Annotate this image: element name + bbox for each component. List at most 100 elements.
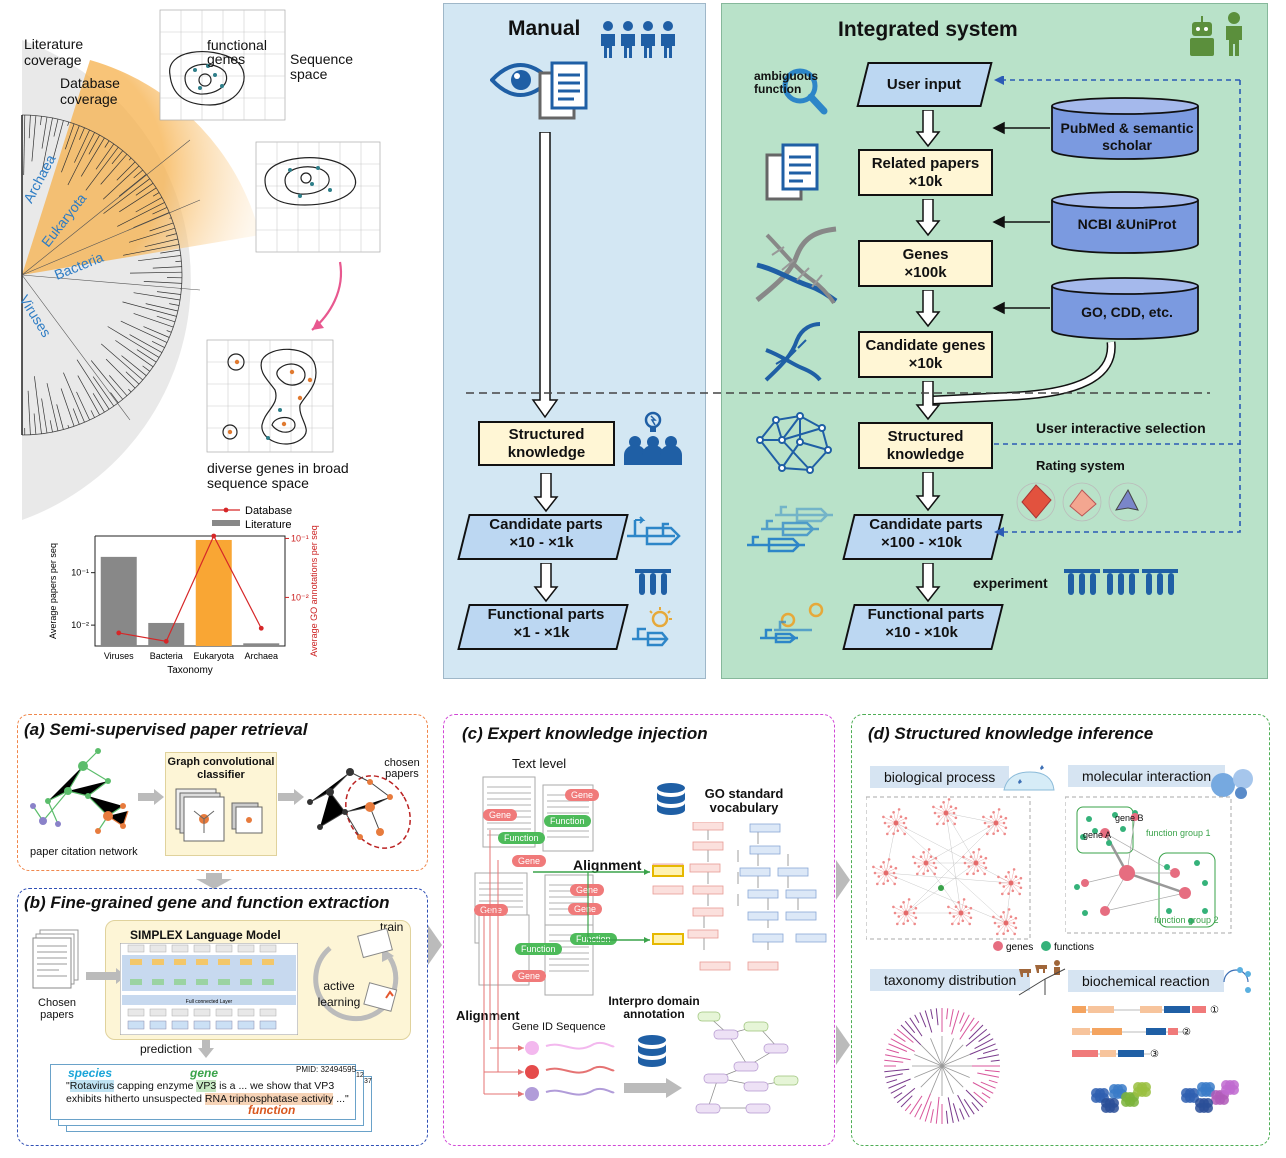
ncbi-label: NCBI &UniProt bbox=[1077, 216, 1177, 232]
int-candidate-parts: Candidate parts×100 - ×10k bbox=[842, 514, 1004, 560]
test-tubes-icon bbox=[635, 569, 671, 595]
database-links bbox=[992, 121, 1050, 315]
literature-coverage-label: Literature coverage bbox=[24, 36, 84, 68]
database-coverage-label: Database coverage bbox=[60, 75, 120, 107]
interpro-arrow bbox=[624, 1078, 682, 1098]
pubmed-label: PubMed & semantic scholar bbox=[1060, 120, 1194, 153]
taxonomy-tree-illustration bbox=[21, 9, 381, 520]
c-to-d-arrow-1 bbox=[836, 860, 850, 900]
manual-long-arrow bbox=[531, 132, 559, 419]
bio-process-network bbox=[866, 796, 1031, 940]
function-pill-2: Function bbox=[544, 815, 591, 827]
chart-y-axis-label: Average papers per seq bbox=[48, 543, 58, 639]
interpro-label: Interpro domain annotation bbox=[608, 994, 700, 1021]
go-term-graph bbox=[533, 822, 827, 971]
classifier-layers bbox=[175, 788, 263, 842]
chart-database-point bbox=[116, 630, 122, 636]
chart-database-point bbox=[258, 625, 264, 631]
mol-interaction-tag: molecular interaction bbox=[1068, 765, 1226, 787]
team-idea-icon bbox=[624, 411, 682, 465]
prediction-line-2: exhibits hitherto unsuspected RNA tripho… bbox=[66, 1093, 349, 1105]
molecular-interaction-network bbox=[1065, 796, 1232, 934]
protein-structures bbox=[1091, 1080, 1239, 1113]
simplex-model-title: SIMPLEX Language Model bbox=[130, 928, 281, 942]
chart-y-tick-label: 10⁻¹ bbox=[71, 568, 89, 578]
people-icon bbox=[601, 21, 675, 58]
chosen-papers-doc-icon bbox=[32, 929, 79, 989]
alignment-label-1: Alignment bbox=[573, 857, 642, 873]
int-arrow-3 bbox=[915, 290, 941, 328]
gene-b-label: gene B bbox=[1115, 813, 1144, 823]
pmid-label: PMID: 32494595 bbox=[296, 1065, 357, 1074]
gene-pill-5: Gene bbox=[474, 904, 509, 916]
int-functional-parts: Functional parts×10 - ×10k bbox=[842, 604, 1004, 650]
manual-candidate-parts: Candidate parts×10 - ×1k bbox=[457, 514, 629, 560]
panel-a-arrow-2 bbox=[278, 789, 304, 805]
functional-genes-bulbs-icon bbox=[760, 602, 824, 644]
gene-tag: gene bbox=[190, 1066, 219, 1080]
feedback-dashed-loop bbox=[994, 76, 1241, 537]
species-tag: species bbox=[68, 1066, 113, 1080]
manual-structured-knowledge: Structured knowledge bbox=[478, 421, 615, 466]
chart-x-tick-label: Archaea bbox=[244, 651, 278, 661]
int-arrow-2 bbox=[915, 199, 941, 237]
chart-x-tick-label: Viruses bbox=[104, 651, 134, 661]
chart-database-line bbox=[118, 534, 262, 643]
panel-c bbox=[443, 714, 835, 1146]
active-learning-cycle bbox=[313, 928, 399, 1022]
citation-network-label: paper citation network bbox=[30, 846, 138, 858]
function-tag: function bbox=[248, 1103, 296, 1117]
full-connected-layer-label: Full connected Layer bbox=[186, 999, 233, 1005]
gene-clusters: ① ② ③ bbox=[1072, 1005, 1219, 1060]
manual-arrow-1 bbox=[533, 473, 559, 513]
chart-database-point bbox=[163, 638, 169, 644]
domain-graph bbox=[695, 1011, 799, 1114]
function-highlight: RNA triphosphatase activity bbox=[204, 1093, 334, 1105]
cluster-num-3: ③ bbox=[1150, 1049, 1159, 1060]
network-legend: genes functions bbox=[993, 941, 1094, 953]
go-vocab-label: GO standard vocabulary bbox=[704, 786, 784, 815]
go-to-structured-arrow bbox=[932, 341, 1116, 405]
panel-d-title: (d) Structured knowledge inference bbox=[868, 724, 1154, 743]
pubmed-database bbox=[1051, 97, 1199, 160]
b-to-c-arrow bbox=[428, 925, 442, 965]
molecule-interaction-icon bbox=[1211, 769, 1253, 799]
manual-functional-parts: Functional parts×1 - ×1k bbox=[457, 604, 629, 650]
panel-a-arrow-1 bbox=[138, 789, 164, 805]
manual-title: Manual bbox=[508, 17, 581, 40]
gene-highlight: VP3 bbox=[196, 1080, 217, 1092]
panel-d bbox=[851, 714, 1270, 1146]
chosen-papers-label: chosen papers bbox=[384, 757, 420, 780]
eye-document-icon bbox=[490, 61, 588, 120]
classifier-label: Graph convolutional classifier bbox=[167, 756, 275, 781]
reaction-icon bbox=[1223, 967, 1251, 993]
gene-pill-4: Gene bbox=[570, 884, 605, 896]
gene-constructs-stack-icon bbox=[747, 505, 833, 553]
taxonomy-circular-tree bbox=[884, 1008, 1000, 1124]
experiment-label: experiment bbox=[973, 575, 1048, 591]
animals-icon bbox=[1018, 960, 1066, 996]
page-num-37: 37 bbox=[364, 1078, 372, 1085]
biochem-tag: biochemical reaction bbox=[1068, 970, 1224, 992]
gene-pill-3: Gene bbox=[512, 855, 547, 867]
chart-y2-tick-label: 10⁻² bbox=[291, 592, 309, 602]
gene-id-sequence-label: Gene ID Sequence bbox=[512, 1021, 606, 1033]
functional-gene-bulb-icon bbox=[632, 607, 672, 647]
int-arrow-4 bbox=[915, 381, 941, 421]
bio-process-tag: biological process bbox=[870, 766, 1010, 788]
panel-a bbox=[17, 714, 428, 871]
interpro-database-icon bbox=[638, 1035, 666, 1067]
related-papers-box: Related papers×10k bbox=[858, 149, 993, 196]
papers-to-model-arrow bbox=[86, 968, 126, 984]
citation-network-graph bbox=[30, 748, 129, 834]
panel-a-title: (a) Semi-supervised paper retrieval bbox=[24, 720, 308, 739]
legend-literature-label: Literature bbox=[245, 519, 291, 531]
function-group-2-label: function group 2 bbox=[1154, 915, 1219, 925]
language-model-diagram: Full connected Layer bbox=[120, 943, 298, 1035]
panel-b bbox=[17, 888, 428, 1146]
gene-pill-1: Gene bbox=[483, 809, 518, 821]
prediction-line-1: "Rotavirus capping enzyme VP3 is a ... w… bbox=[66, 1080, 335, 1092]
function-group-1-label: function group 1 bbox=[1146, 828, 1211, 838]
